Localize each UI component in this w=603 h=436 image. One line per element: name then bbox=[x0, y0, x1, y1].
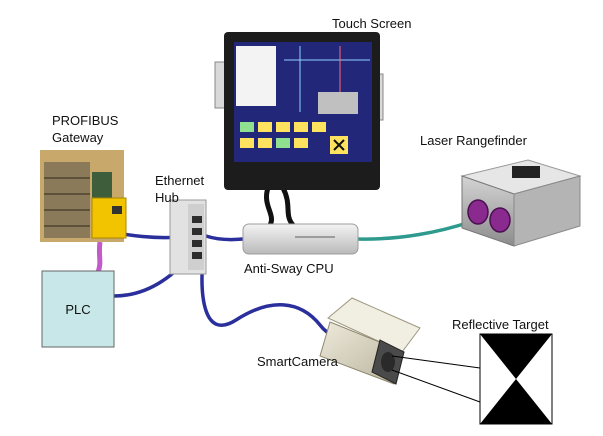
hub-port bbox=[192, 216, 202, 223]
profibus-gateway-label-line1: PROFIBUS bbox=[52, 113, 119, 128]
camera-sight-line bbox=[391, 369, 481, 403]
ethernet-cable-cpu bbox=[205, 234, 244, 242]
touch-screen-label: Touch Screen bbox=[332, 16, 412, 31]
laser-rangefinder bbox=[460, 159, 582, 247]
touch-screen-button-x-mark bbox=[333, 139, 345, 151]
laser-lens bbox=[489, 207, 511, 233]
hub-port bbox=[192, 228, 202, 235]
touch-screen-cable bbox=[280, 186, 296, 227]
touch-screen-button bbox=[240, 138, 254, 148]
laser-side-face bbox=[513, 175, 581, 247]
touch-screen-button bbox=[240, 122, 254, 132]
cpu-body bbox=[242, 223, 359, 255]
touch-screen-button bbox=[294, 138, 308, 148]
target-upper-triangle bbox=[480, 334, 552, 379]
touch-screen bbox=[214, 32, 384, 190]
laser-top-mount bbox=[512, 166, 540, 178]
hub-front bbox=[188, 204, 204, 270]
hub-port bbox=[192, 252, 202, 259]
ethernet-hub bbox=[169, 199, 207, 275]
touch-screen-window bbox=[318, 92, 358, 114]
reflective-target bbox=[479, 333, 553, 425]
profibus-gateway-label-line2: Gateway bbox=[52, 130, 104, 145]
camera-lens bbox=[381, 352, 395, 372]
plc-label: PLC bbox=[65, 302, 91, 317]
touch-screen-button bbox=[276, 138, 290, 148]
profibus-cable bbox=[95, 241, 103, 273]
touch-screen-panel bbox=[236, 46, 276, 106]
laser-lens bbox=[467, 199, 489, 225]
plc-box bbox=[41, 270, 115, 348]
touch-screen-button bbox=[312, 122, 326, 132]
hub-port bbox=[192, 240, 202, 247]
profibus-gateway bbox=[40, 150, 127, 242]
target-lower-triangle bbox=[480, 379, 552, 424]
touch-screen-button bbox=[276, 122, 290, 132]
smart-camera bbox=[319, 297, 421, 385]
touch-screen-button bbox=[258, 138, 272, 148]
anti-sway-cpu-label: Anti-Sway CPU bbox=[244, 261, 334, 276]
ethernet-hub-label-line2: Hub bbox=[155, 190, 179, 205]
ethernet-hub-label-line1: Ethernet bbox=[155, 173, 205, 188]
touch-screen-button bbox=[258, 122, 272, 132]
laser-cable bbox=[357, 220, 471, 241]
touch-screen-cable bbox=[264, 187, 274, 227]
reflective-target-label: Reflective Target bbox=[452, 317, 549, 332]
smart-camera-label: SmartCamera bbox=[257, 354, 338, 369]
anti-sway-cpu bbox=[242, 223, 359, 255]
touch-screen-button bbox=[294, 122, 308, 132]
gateway-port bbox=[112, 206, 122, 214]
gateway-yellow-module bbox=[91, 197, 127, 239]
laser-rangefinder-label: Laser Rangefinder bbox=[420, 133, 527, 148]
camera-sight-line bbox=[391, 355, 481, 369]
